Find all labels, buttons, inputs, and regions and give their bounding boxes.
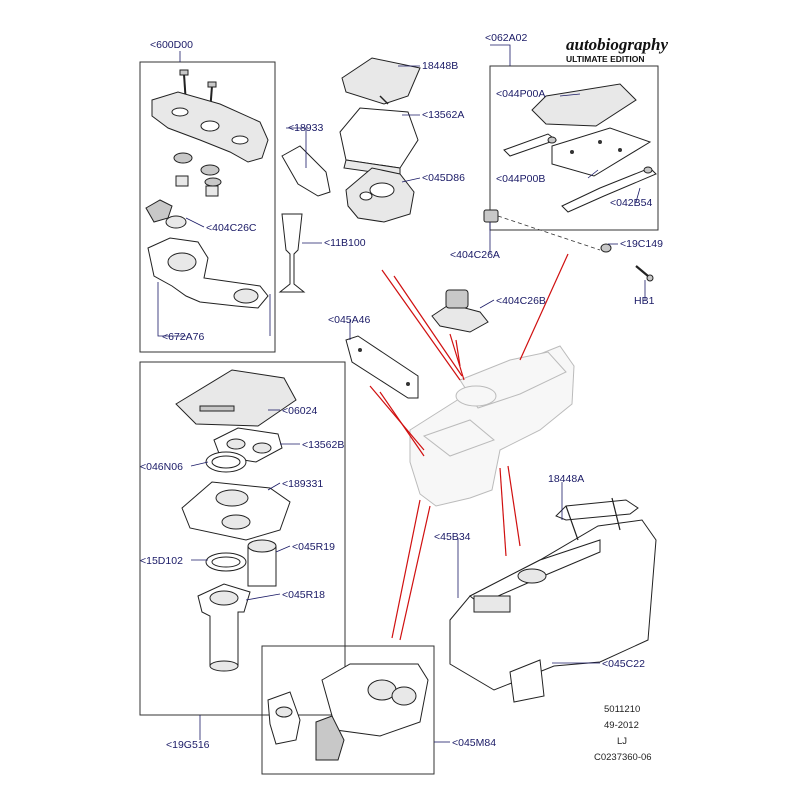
brand-script: autobiography bbox=[566, 35, 668, 54]
footer-line-1: 5011210 bbox=[604, 704, 640, 715]
part-045C22-frame bbox=[449, 497, 657, 703]
label-046N06[interactable]: <046N06 bbox=[140, 461, 183, 473]
part-11B100-glass bbox=[278, 213, 306, 293]
part-672A76 bbox=[147, 237, 269, 309]
label-045R19[interactable]: <045R19 bbox=[292, 541, 335, 553]
label-19C149[interactable]: <19C149 bbox=[620, 238, 663, 250]
label-044P00A[interactable]: <044P00A bbox=[496, 88, 545, 100]
label-404C26B[interactable]: <404C26B bbox=[496, 295, 546, 307]
part-044P00B bbox=[551, 127, 652, 177]
part-HB1 bbox=[635, 265, 654, 282]
label-15D102[interactable]: <15D102 bbox=[140, 555, 183, 567]
label-19G516[interactable]: <19G516 bbox=[166, 739, 210, 751]
part-latch-rod bbox=[503, 133, 558, 157]
label-404C26C[interactable]: <404C26C bbox=[206, 222, 257, 234]
part-045R18-holder bbox=[197, 583, 251, 672]
part-404C26C bbox=[145, 199, 187, 229]
dash-line bbox=[497, 215, 601, 251]
part-18933 bbox=[281, 145, 331, 197]
part-045M84-bin bbox=[321, 663, 429, 737]
label-062A02[interactable]: <062A02 bbox=[485, 32, 527, 44]
part-045A46 bbox=[345, 335, 419, 399]
part-189331-tray bbox=[181, 481, 291, 541]
label-045R18[interactable]: <045R18 bbox=[282, 589, 325, 601]
part-045R19-tube bbox=[247, 539, 277, 587]
label-404C26A[interactable]: <404C26A bbox=[450, 249, 500, 261]
leader-lines bbox=[157, 44, 646, 743]
box-062A02 bbox=[489, 65, 659, 231]
part-06024-lid bbox=[175, 369, 297, 427]
label-045D86[interactable]: <045D86 bbox=[422, 172, 465, 184]
part-bracket-600D00 bbox=[151, 91, 269, 163]
part-19C149 bbox=[600, 243, 612, 253]
footer-line-4: C0237360-06 bbox=[594, 752, 652, 763]
label-18933[interactable]: <18933 bbox=[288, 122, 323, 134]
footer-line-3: LJ bbox=[617, 736, 627, 747]
label-18448B[interactable]: 18448B bbox=[422, 60, 458, 72]
label-045A46[interactable]: <045A46 bbox=[328, 314, 370, 326]
box-600D00 bbox=[139, 61, 276, 353]
label-044P00B[interactable]: <044P00B bbox=[496, 173, 545, 185]
brand-edition: ULTIMATE EDITION bbox=[566, 54, 645, 64]
part-404C26A bbox=[483, 209, 499, 223]
part-042B54 bbox=[561, 166, 657, 213]
label-042B54[interactable]: <042B54 bbox=[610, 197, 652, 209]
red-pointer-lines bbox=[369, 253, 569, 641]
label-HB1[interactable]: HB1 bbox=[634, 295, 655, 307]
label-045M84[interactable]: <045M84 bbox=[452, 737, 496, 749]
part-045D86 bbox=[345, 167, 415, 223]
part-046N06-ring bbox=[205, 451, 247, 473]
label-18448A[interactable]: 18448A bbox=[548, 473, 584, 485]
part-18448B bbox=[341, 57, 421, 105]
footer-line-2: 49-2012 bbox=[604, 720, 639, 731]
label-600D00[interactable]: <600D00 bbox=[150, 39, 193, 51]
part-404C26B bbox=[431, 289, 489, 333]
label-11B100[interactable]: <11B100 bbox=[324, 237, 366, 249]
part-grommets bbox=[173, 152, 222, 197]
label-189331[interactable]: <189331 bbox=[282, 478, 323, 490]
box-045M84 bbox=[261, 645, 435, 775]
console-assembly bbox=[409, 345, 575, 507]
box-19G516 bbox=[139, 361, 346, 716]
part-044P00A bbox=[531, 83, 637, 127]
label-045C22[interactable]: <045C22 bbox=[602, 658, 645, 670]
label-672A76[interactable]: <672A76 bbox=[162, 331, 204, 343]
label-13562A[interactable]: <13562A bbox=[422, 109, 464, 121]
part-045M84-clips bbox=[267, 691, 345, 761]
part-15D102-ring bbox=[205, 552, 247, 572]
label-45B34[interactable]: <45B34 bbox=[434, 531, 471, 543]
label-13562B[interactable]: <13562B bbox=[302, 439, 344, 451]
label-06024[interactable]: <06024 bbox=[282, 405, 317, 417]
part-13562A bbox=[339, 107, 419, 177]
